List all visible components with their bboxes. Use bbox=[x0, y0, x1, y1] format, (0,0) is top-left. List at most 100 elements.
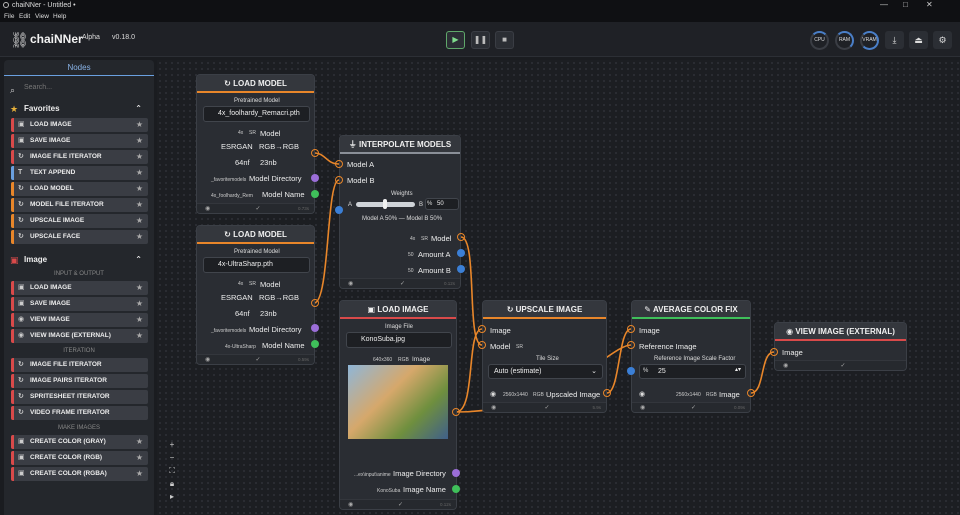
star-icon[interactable]: ★ bbox=[135, 120, 143, 129]
sidebar-item[interactable]: ◉VIEW IMAGE (EXTERNAL)★ bbox=[11, 329, 148, 343]
port-model-out[interactable] bbox=[457, 233, 465, 241]
minimize-button[interactable]: — bbox=[880, 0, 888, 9]
sidebar-item[interactable]: ↻VIDEO FRAME ITERATOR bbox=[11, 406, 148, 420]
node-load-image[interactable]: ▣ LOAD IMAGE Image File KonoSuba.jpg 640… bbox=[339, 300, 457, 510]
sidebar-item[interactable]: ↻IMAGE PAIRS ITERATOR bbox=[11, 374, 148, 388]
factor-number-field[interactable]: 25▴▾ bbox=[639, 364, 746, 379]
sidebar-item[interactable]: ↻IMAGE FILE ITERATOR★ bbox=[11, 150, 148, 164]
menu-file[interactable]: File bbox=[4, 13, 15, 20]
wire-model-b[interactable] bbox=[313, 179, 340, 304]
node-header[interactable]: ✎ AVERAGE COLOR FIX bbox=[632, 301, 750, 319]
fit-view-icon[interactable]: ⛶ bbox=[169, 466, 175, 475]
weight-number-field[interactable]: 50 bbox=[425, 198, 459, 210]
zoom-in-icon[interactable]: + bbox=[169, 440, 175, 449]
port-factor-in[interactable] bbox=[627, 367, 635, 375]
eye-icon[interactable]: ◉ bbox=[490, 391, 497, 398]
lock-icon[interactable]: 🔒︎ bbox=[169, 479, 175, 488]
node-header[interactable]: ↻ LOAD MODEL bbox=[197, 75, 314, 93]
node-header[interactable]: ◉ VIEW IMAGE (EXTERNAL) bbox=[775, 323, 906, 341]
eye-icon[interactable]: ◉ bbox=[639, 391, 646, 398]
sidebar-item[interactable]: ▣CREATE COLOR (RGB)★ bbox=[11, 451, 148, 465]
node-load-model-2[interactable]: ↻ LOAD MODEL Pretrained Model 4x-UltraSh… bbox=[196, 225, 315, 365]
star-icon[interactable]: ★ bbox=[135, 283, 143, 292]
port-model-out-2[interactable] bbox=[311, 299, 319, 307]
node-load-model-1[interactable]: ↻ LOAD MODEL Pretrained Model 4x_foolhar… bbox=[196, 74, 315, 214]
node-header[interactable]: ↻ UPSCALE IMAGE bbox=[483, 301, 606, 319]
port-model-a-in[interactable] bbox=[335, 160, 343, 168]
node-header[interactable]: ↻ LOAD MODEL bbox=[197, 226, 314, 244]
model-file-field[interactable]: 4x_foolhardy_Remacri.pth bbox=[203, 106, 310, 122]
port-upscaled-out[interactable] bbox=[603, 389, 611, 397]
sidebar-item[interactable]: ▣LOAD IMAGE★ bbox=[11, 118, 148, 132]
sidebar-item[interactable]: ↻SPRITESHEET ITERATOR bbox=[11, 390, 148, 404]
port-model-out-1[interactable] bbox=[311, 149, 319, 157]
star-icon[interactable]: ★ bbox=[135, 232, 143, 241]
zoom-out-icon[interactable]: − bbox=[169, 453, 175, 462]
port-amount-a-out[interactable] bbox=[457, 249, 465, 257]
chevron-up-icon[interactable]: ⌃ bbox=[135, 104, 142, 113]
star-icon[interactable]: ★ bbox=[135, 136, 143, 145]
node-upscale-image[interactable]: ↻ UPSCALE IMAGE Image Model SR Tile Size… bbox=[482, 300, 607, 413]
sidebar-item[interactable]: ↻UPSCALE FACE★ bbox=[11, 230, 148, 244]
wire-model-upscale[interactable] bbox=[460, 236, 483, 346]
port-dir-out-2[interactable] bbox=[311, 324, 319, 332]
wire-avg-view[interactable] bbox=[750, 351, 775, 394]
star-icon[interactable]: ★ bbox=[135, 200, 143, 209]
stepper-icon[interactable]: ▴▾ bbox=[734, 367, 741, 373]
model-file-field[interactable]: 4x-UltraSharp.pth bbox=[203, 257, 310, 273]
tab-nodes[interactable]: Nodes bbox=[4, 60, 154, 76]
disable-icon[interactable]: ◉ bbox=[348, 281, 354, 287]
category-image[interactable]: ▣ Image ⌃ bbox=[4, 252, 154, 268]
port-model-in[interactable] bbox=[478, 341, 486, 349]
star-icon[interactable]: ★ bbox=[135, 152, 143, 161]
dependency-button[interactable]: ⏏ bbox=[909, 31, 928, 49]
star-icon[interactable]: ★ bbox=[135, 437, 143, 446]
node-average-color-fix[interactable]: ✎ AVERAGE COLOR FIX Image Reference Imag… bbox=[631, 300, 751, 413]
download-button[interactable]: ⤓ bbox=[885, 31, 904, 49]
chevron-up-icon[interactable]: ⌃ bbox=[135, 255, 142, 264]
disable-icon[interactable]: ◉ bbox=[783, 363, 789, 369]
sidebar-item[interactable]: ▣CREATE COLOR (GRAY)★ bbox=[11, 435, 148, 449]
menu-help[interactable]: Help bbox=[53, 13, 67, 20]
export-icon[interactable]: ▸ bbox=[169, 492, 174, 501]
port-ref-in[interactable] bbox=[627, 341, 635, 349]
star-icon[interactable]: ★ bbox=[135, 184, 143, 193]
search-box[interactable]: ⌕ Search... bbox=[4, 80, 154, 96]
star-icon[interactable]: ★ bbox=[135, 168, 143, 177]
menu-view[interactable]: View bbox=[35, 13, 49, 20]
sidebar-item[interactable]: ↻UPSCALE IMAGE★ bbox=[11, 214, 148, 228]
slider-thumb[interactable] bbox=[383, 199, 387, 209]
search-input[interactable]: Search... bbox=[24, 84, 53, 91]
sidebar-item[interactable]: ▣CREATE COLOR (RGBA)★ bbox=[11, 467, 148, 481]
node-view-image-external[interactable]: ◉ VIEW IMAGE (EXTERNAL) Image ◉✓ bbox=[774, 322, 907, 371]
tile-size-select[interactable]: Auto (estimate)⌄ bbox=[488, 364, 603, 379]
port-model-b-in[interactable] bbox=[335, 176, 343, 184]
port-dir-out-1[interactable] bbox=[311, 174, 319, 182]
wire-image-upscale[interactable] bbox=[455, 328, 483, 413]
sidebar-item[interactable]: ↻IMAGE FILE ITERATOR bbox=[11, 358, 148, 372]
disable-icon[interactable]: ◉ bbox=[205, 206, 211, 212]
close-button[interactable]: ✕ bbox=[926, 0, 933, 9]
settings-button[interactable]: ⚙ bbox=[933, 31, 952, 49]
star-icon[interactable]: ★ bbox=[135, 453, 143, 462]
node-header[interactable]: ▣ LOAD IMAGE bbox=[340, 301, 456, 319]
node-header[interactable]: ⏚ INTERPOLATE MODELS bbox=[340, 136, 460, 154]
star-icon[interactable]: ★ bbox=[135, 331, 143, 340]
port-image-out[interactable] bbox=[452, 408, 460, 416]
stop-button[interactable]: ■ bbox=[495, 31, 514, 49]
sidebar-item[interactable]: ◉VIEW IMAGE★ bbox=[11, 313, 148, 327]
wire-upscaled-avg[interactable] bbox=[606, 328, 632, 394]
star-icon[interactable]: ★ bbox=[135, 299, 143, 308]
menu-edit[interactable]: Edit bbox=[19, 13, 31, 20]
port-image-out[interactable] bbox=[747, 389, 755, 397]
port-name-out-1[interactable] bbox=[311, 190, 319, 198]
maximize-button[interactable]: □ bbox=[903, 0, 908, 9]
pause-button[interactable]: ❚❚ bbox=[471, 31, 490, 49]
star-icon[interactable]: ★ bbox=[135, 216, 143, 225]
port-name-out[interactable] bbox=[452, 485, 460, 493]
port-image-in[interactable] bbox=[770, 348, 778, 356]
run-button[interactable]: ▶ bbox=[446, 31, 465, 49]
port-dir-out[interactable] bbox=[452, 469, 460, 477]
sidebar-item[interactable]: ▣LOAD IMAGE★ bbox=[11, 281, 148, 295]
